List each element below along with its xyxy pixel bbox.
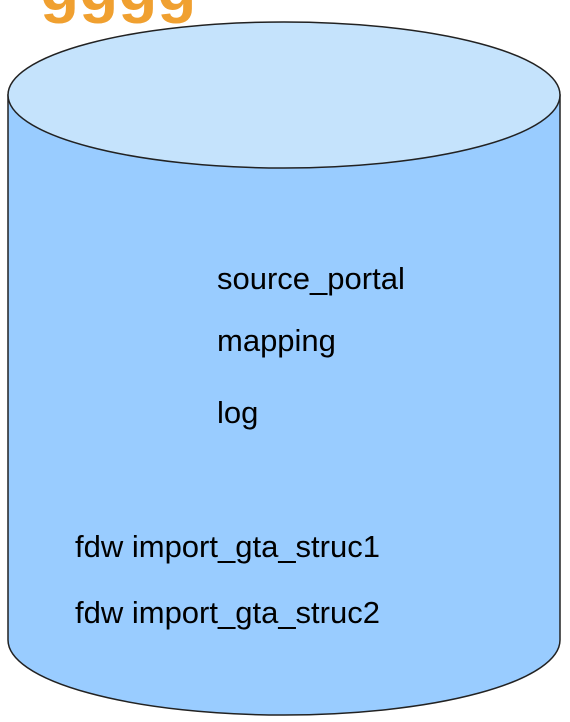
table-source-portal-label: source_portal bbox=[217, 261, 405, 296]
cylinder-top bbox=[7, 21, 561, 169]
header-glyph: gggg bbox=[40, 0, 196, 24]
foreign-table-struc1-label: fdw import_gta_struc1 bbox=[75, 529, 380, 564]
cylinder-body bbox=[7, 94, 561, 716]
foreign-table-struc2-label: fdw import_gta_struc2 bbox=[75, 595, 380, 630]
table-mapping-label: mapping bbox=[217, 323, 336, 358]
table-log-label: log bbox=[217, 395, 259, 430]
